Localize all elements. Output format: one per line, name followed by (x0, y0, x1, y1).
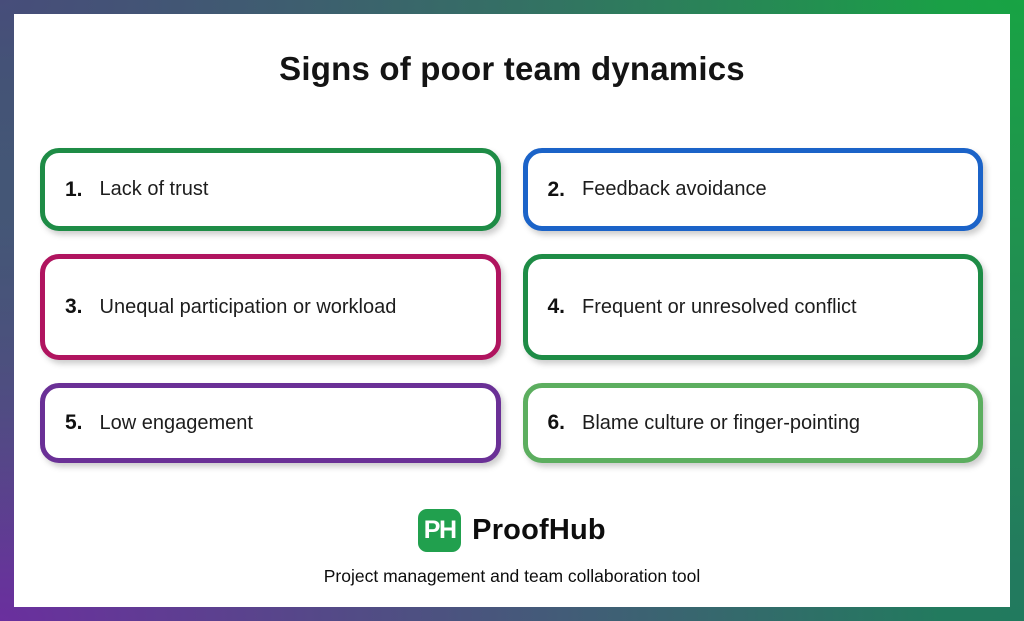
card-number: 2. (547, 177, 566, 201)
card-blame-culture: 6. Blame culture or finger-pointing (522, 383, 983, 463)
brand-name: ProofHub (472, 514, 606, 546)
card-unresolved-conflict: 4. Frequent or unresolved conflict (522, 254, 983, 360)
brand-row: PH ProofHub (418, 509, 606, 552)
card-unequal-participation: 3. Unequal participation or workload (40, 254, 501, 360)
proofhub-logo-icon: PH (418, 509, 462, 552)
card-label: Blame culture or finger-pointing (582, 411, 860, 434)
cards-grid: 1. Lack of trust 2. Feedback avoidance 3… (40, 148, 983, 463)
page-title: Signs of poor team dynamics (279, 50, 745, 87)
brand-tagline: Project management and team collaboratio… (323, 566, 701, 586)
content-panel: Signs of poor team dynamics 1. Lack of t… (14, 14, 1010, 607)
footer: PH ProofHub Project management and team … (14, 509, 1010, 587)
card-number: 4. (547, 295, 566, 318)
card-number: 3. (65, 295, 83, 318)
card-low-engagement: 5. Low engagement (40, 383, 501, 463)
card-label: Lack of trust (99, 178, 209, 200)
card-number: 6. (547, 411, 566, 434)
card-label: Low engagement (99, 411, 253, 434)
card-lack-of-trust: 1. Lack of trust (40, 148, 501, 231)
card-feedback-avoidance: 2. Feedback avoidance (522, 148, 983, 231)
card-label: Frequent or unresolved conflict (582, 295, 857, 318)
card-number: 1. (65, 177, 83, 201)
card-label: Feedback avoidance (582, 178, 767, 200)
card-label: Unequal participation or workload (99, 295, 397, 318)
card-number: 5. (65, 411, 83, 434)
